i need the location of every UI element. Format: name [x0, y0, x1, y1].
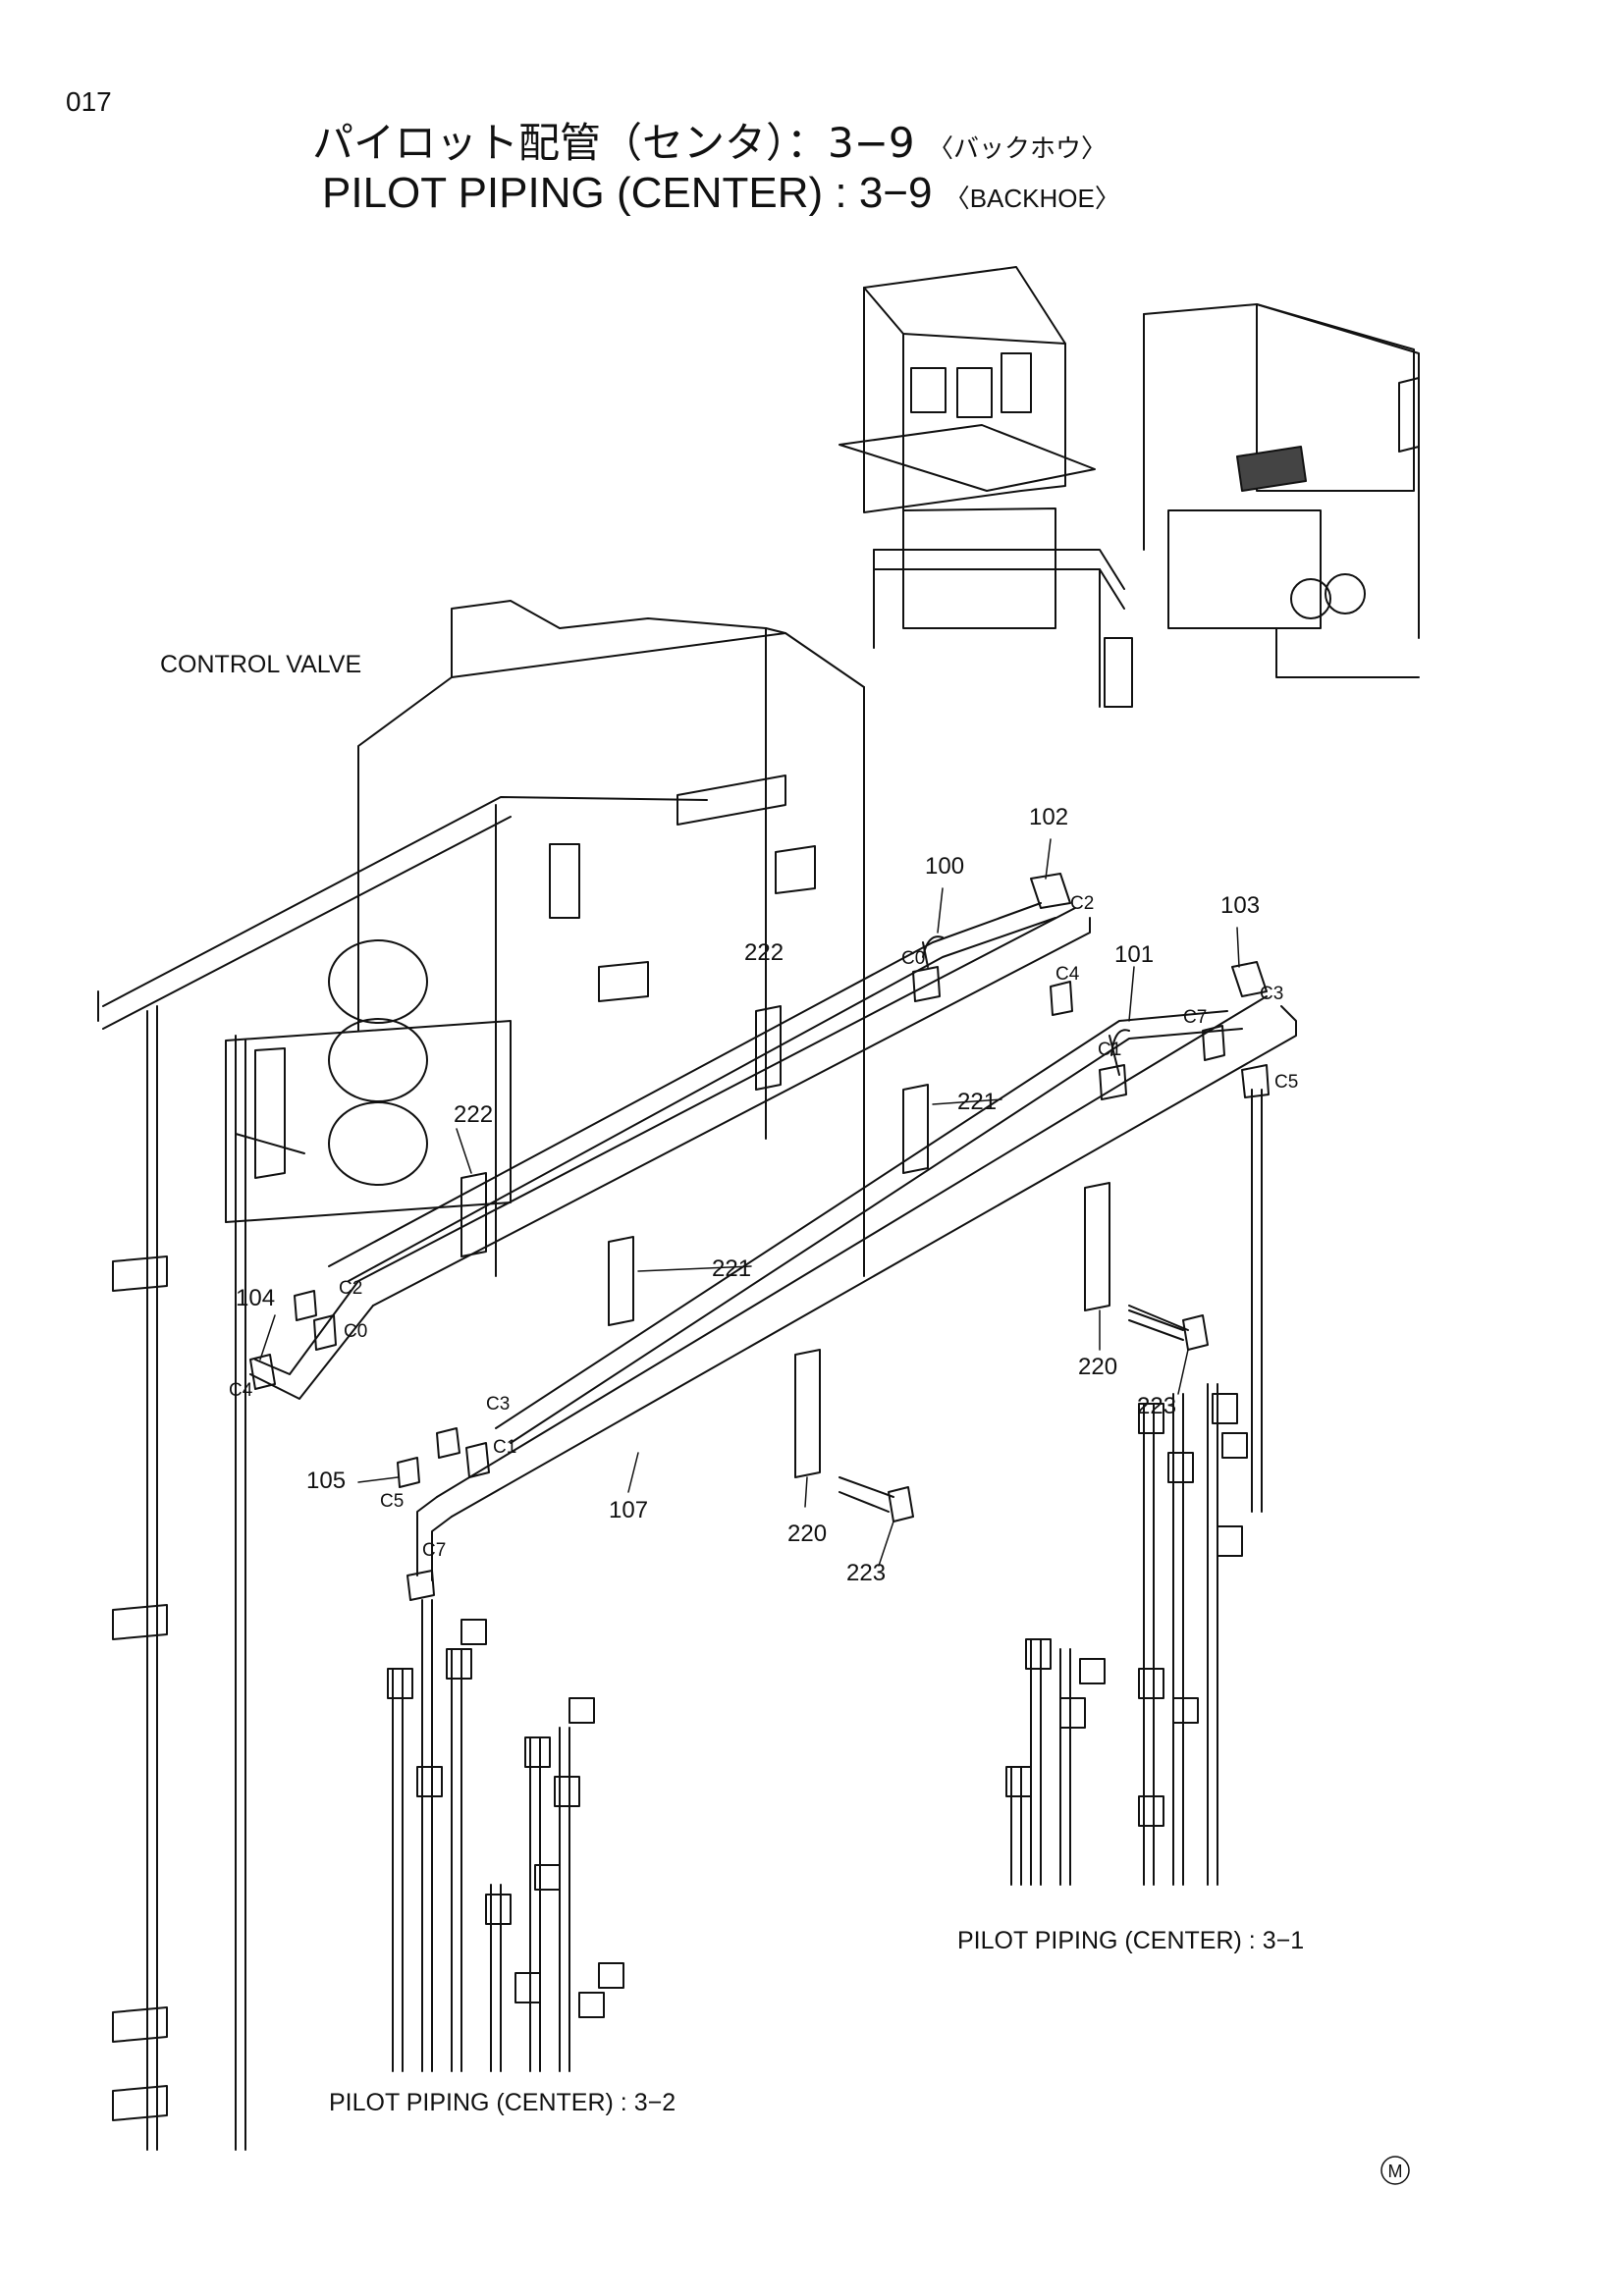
conn-label-c2-upper: C2 [1070, 893, 1094, 914]
title-japanese-main: パイロット配管（センタ）：3−9 [312, 119, 915, 167]
part-number-221-lower: 221 [712, 1255, 751, 1282]
conn-label-c1-right: C1 [1098, 1040, 1121, 1060]
conn-label-c3-lower: C3 [486, 1394, 510, 1415]
part-number-221-upper: 221 [957, 1089, 997, 1115]
conn-label-c0-upper: C0 [901, 948, 925, 969]
reference-caption-3-1: PILOT PIPING (CENTER) : 3−1 [957, 1927, 1304, 1954]
control-valve-housing [97, 600, 865, 2151]
conn-label-c5-right: C5 [1274, 1072, 1298, 1093]
conn-label-c7-right: C7 [1183, 1007, 1207, 1028]
circled-m-mark: M [1380, 2156, 1410, 2185]
part-number-220-right: 220 [1078, 1354, 1117, 1380]
pipe-assembly-upper [249, 873, 1091, 1400]
title-english-suffix: 〈BACKHOE〉 [944, 184, 1120, 213]
part-number-107: 107 [609, 1497, 648, 1523]
conn-label-c4-upper: C4 [1055, 964, 1080, 985]
conn-label-c4-left: C4 [229, 1380, 253, 1401]
pipe-assembly-lower [397, 961, 1297, 1601]
part-number-103: 103 [1220, 892, 1260, 919]
part-number-105: 105 [306, 1468, 346, 1494]
pilot-piping-bundle-right [1005, 1383, 1248, 1886]
conn-label-c2-left: C2 [339, 1278, 362, 1299]
conn-label-c3-right: C3 [1260, 984, 1283, 1004]
part-number-223-left: 223 [846, 1560, 886, 1586]
part-number-223-right: 223 [1137, 1393, 1176, 1419]
reference-caption-3-2: PILOT PIPING (CENTER) : 3−2 [329, 2089, 676, 2116]
part-number-220-left: 220 [787, 1521, 827, 1547]
title-japanese-suffix: 〈バックホウ〉 [928, 134, 1108, 164]
part-number-102: 102 [1029, 804, 1068, 830]
part-number-222-lower: 222 [454, 1101, 493, 1128]
part-number-101: 101 [1114, 941, 1154, 968]
machine-overview [839, 266, 1420, 708]
conn-label-c5-lower: C5 [380, 1491, 404, 1512]
conn-label-c7-lower: C7 [422, 1540, 446, 1561]
leader-lines [259, 838, 1240, 1567]
title-english: PILOT PIPING (CENTER) : 3−9 〈BACKHOE〉 [322, 169, 1120, 218]
part-number-104: 104 [236, 1285, 275, 1311]
conn-label-c0-left: C0 [344, 1321, 367, 1342]
part-number-100: 100 [925, 853, 964, 880]
title-japanese: パイロット配管（センタ）：3−9 〈バックホウ〉 [312, 110, 1107, 170]
control-valve-caption: CONTROL VALVE [160, 651, 361, 678]
conn-label-c1-lower: C1 [493, 1437, 516, 1458]
pilot-piping-bundle-left [387, 1599, 624, 2072]
page-number: 017 [66, 86, 112, 117]
mark-letter: M [1388, 2162, 1403, 2181]
bolt-223 [1128, 1309, 1184, 1331]
part-number-222-upper: 222 [744, 939, 784, 966]
title-english-main: PILOT PIPING (CENTER) : 3−9 [322, 169, 933, 217]
